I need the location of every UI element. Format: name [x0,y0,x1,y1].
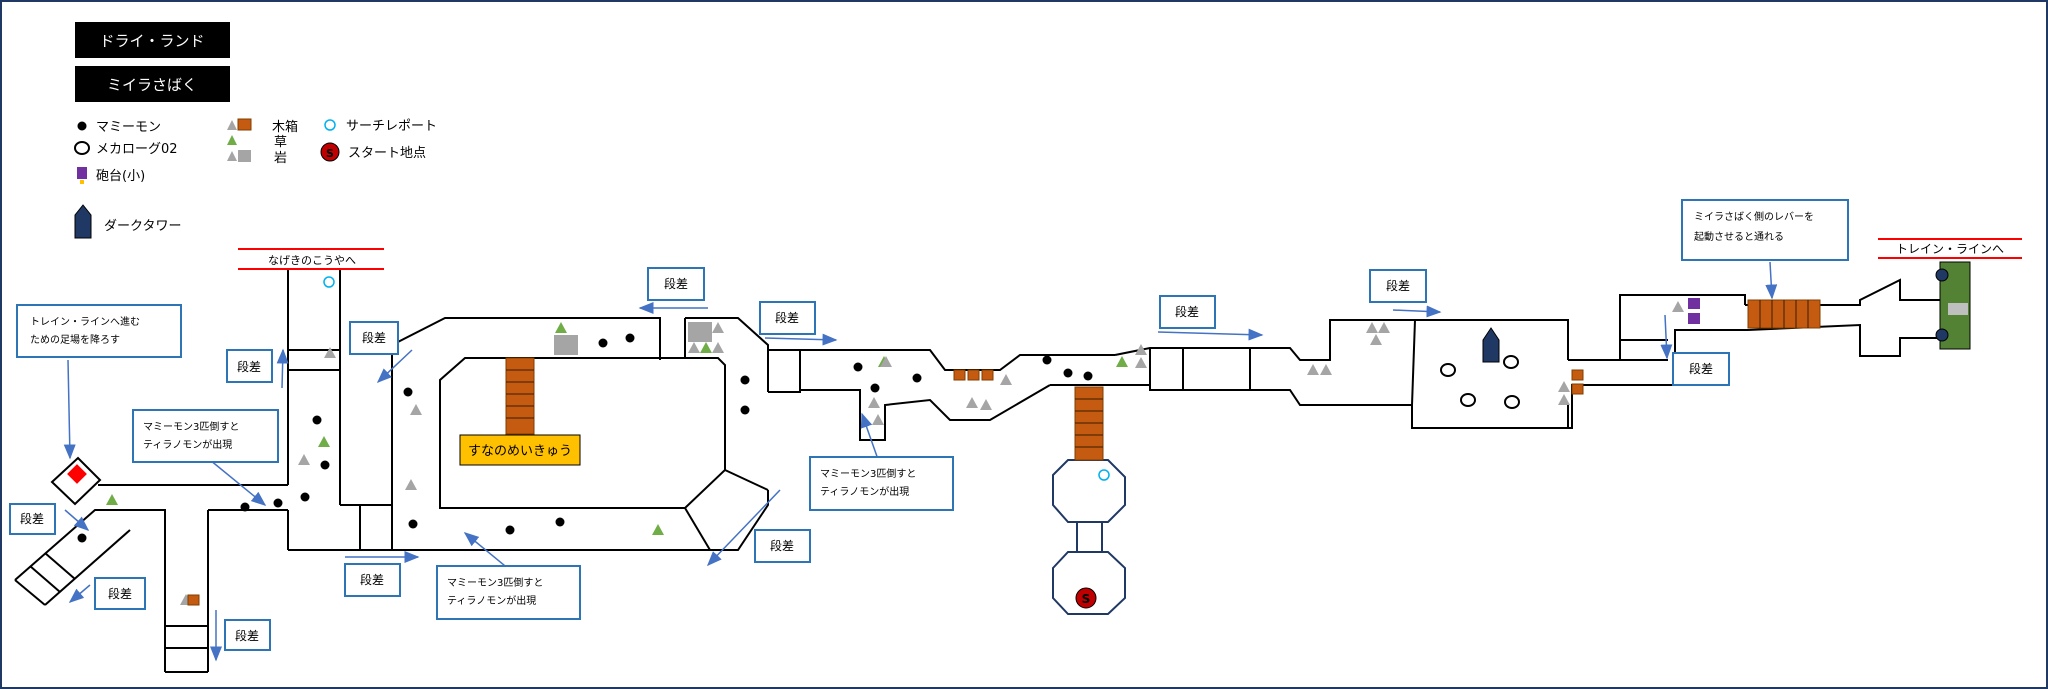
teleport-icon [1098,469,1110,481]
step-label: 段差 [770,538,794,553]
step-label-box [349,321,399,355]
legend-grass: 草 [274,135,287,150]
rock-legend-tri [227,151,237,161]
legend-mummymon: マミーモン [96,120,161,135]
gate-lock-icon [1935,268,1949,282]
legend-box: 木箱 [272,119,298,135]
mekanorimon-markers [1440,355,1520,409]
note-switch-line2: ための足場を降ろす [30,333,120,346]
step-label: 段差 [1386,278,1410,293]
step-label-box [94,577,146,610]
note-lever: ミイラさばく側のレバーを 起動させると通れる [1681,199,1849,261]
exit-train-line: トレイン・ラインへ [1896,242,2004,256]
bridge-right [1747,299,1821,329]
ladder-center [1074,386,1104,461]
note-tyrano-right-line1: マミーモン3匹倒すと [820,468,916,480]
step-label: 段差 [360,572,384,587]
svg-text:S: S [1082,592,1091,606]
legend-cannon: 砲台(小) [96,169,145,184]
dark-tower-legend-icon [74,204,92,239]
area-title: ドライ・ランド [99,32,204,50]
place-title-box [75,66,230,102]
cannon-icon [1688,298,1700,309]
svg-text:S: S [326,147,334,160]
grass-legend-icon [227,135,237,145]
corridor-walls [14,270,1940,673]
step-label-box [1159,295,1216,329]
step-label: 段差 [664,276,688,291]
note-lever-line2: 起動させると通れる [1694,230,1784,243]
dark-tower-icon [1482,327,1500,363]
legend-rock: 岩 [274,151,287,166]
direction-arrows [63,261,1778,662]
step-label-box [224,619,271,651]
note-tyrano-right: マミーモン3匹倒すと ティラノモンが出現 [809,456,954,511]
note-lever-line1: ミイラさばく側のレバーを [1694,210,1814,223]
note-tyrano-bottom: マミーモン3匹倒すと ティラノモンが出現 [436,565,581,620]
step-label: 段差 [775,310,799,325]
area-title-box [75,22,230,58]
start-point-icon [1075,587,1097,609]
rock-legend-icon [238,150,251,162]
switch-icon [67,464,87,484]
teleport-legend-icon [324,119,336,131]
step-label-box [759,301,816,335]
step-label: 段差 [1689,361,1713,376]
step-label-box [226,349,273,383]
note-switch-line1: トレイン・ラインへ進む [30,316,140,328]
cannon-icon [1688,313,1700,324]
note-tyrano-bottom-line2: ティラノモンが出現 [447,594,536,607]
box-legend-tri [227,120,237,130]
step-label: 段差 [237,359,261,374]
note-tyrano-right-line2: ティラノモンが出現 [820,485,909,498]
start-legend-icon [320,142,340,162]
step-labels [9,267,1730,651]
box-legend-icon [237,118,252,131]
legend-mekanorimon: メカローグ02 [96,142,178,157]
step-label-box [1369,269,1427,303]
mummymon-markers [77,333,1093,543]
place-title: ミイラさばく [107,76,197,94]
legend-teleport: サーチレポート [346,119,437,134]
ladder-maze [505,357,535,435]
legend-start: スタート地点 [348,146,426,161]
teleport-icon [323,276,335,288]
crate-markers [187,369,1584,606]
mummymon-legend-icon [77,121,87,131]
maze-label-box [459,434,581,466]
note-tyrano-left-line2: ティラノモンが出現 [143,438,232,451]
legend: マミーモン メカローグ02 砲台(小) ダークタワー 木箱 草 岩 サーチレポー… [74,118,437,239]
cannon-legend-icon [77,167,87,179]
step-label: 段差 [235,628,259,643]
step-label: 段差 [108,586,132,601]
note-switch: トレイン・ラインへ進む ための足場を降ろす [16,304,182,358]
step-label-box [647,267,705,301]
legend-dark-tower: ダークタワー [104,219,181,234]
step-label-box [754,529,811,563]
step-label: 段差 [1175,304,1199,319]
step-label: 段差 [362,330,386,345]
note-tyrano-bottom-line1: マミーモン3匹倒すと [447,577,543,589]
exit-nagekino: なげきのこうやへ [268,254,356,267]
step-label-box [9,503,56,535]
step-label: 段差 [20,511,44,526]
mekanorimon-legend-icon [74,141,90,155]
note-tyrano-left-line1: マミーモン3匹倒すと [143,421,239,433]
rock-markers [180,301,1684,605]
note-tyrano-left: マミーモン3匹倒すと ティラノモンが出現 [132,409,279,463]
maze-label: すなのめいきゅう [468,444,572,459]
step-label-box [344,563,401,597]
gate-lock-icon [1935,328,1949,342]
step-label-box [1672,352,1730,386]
